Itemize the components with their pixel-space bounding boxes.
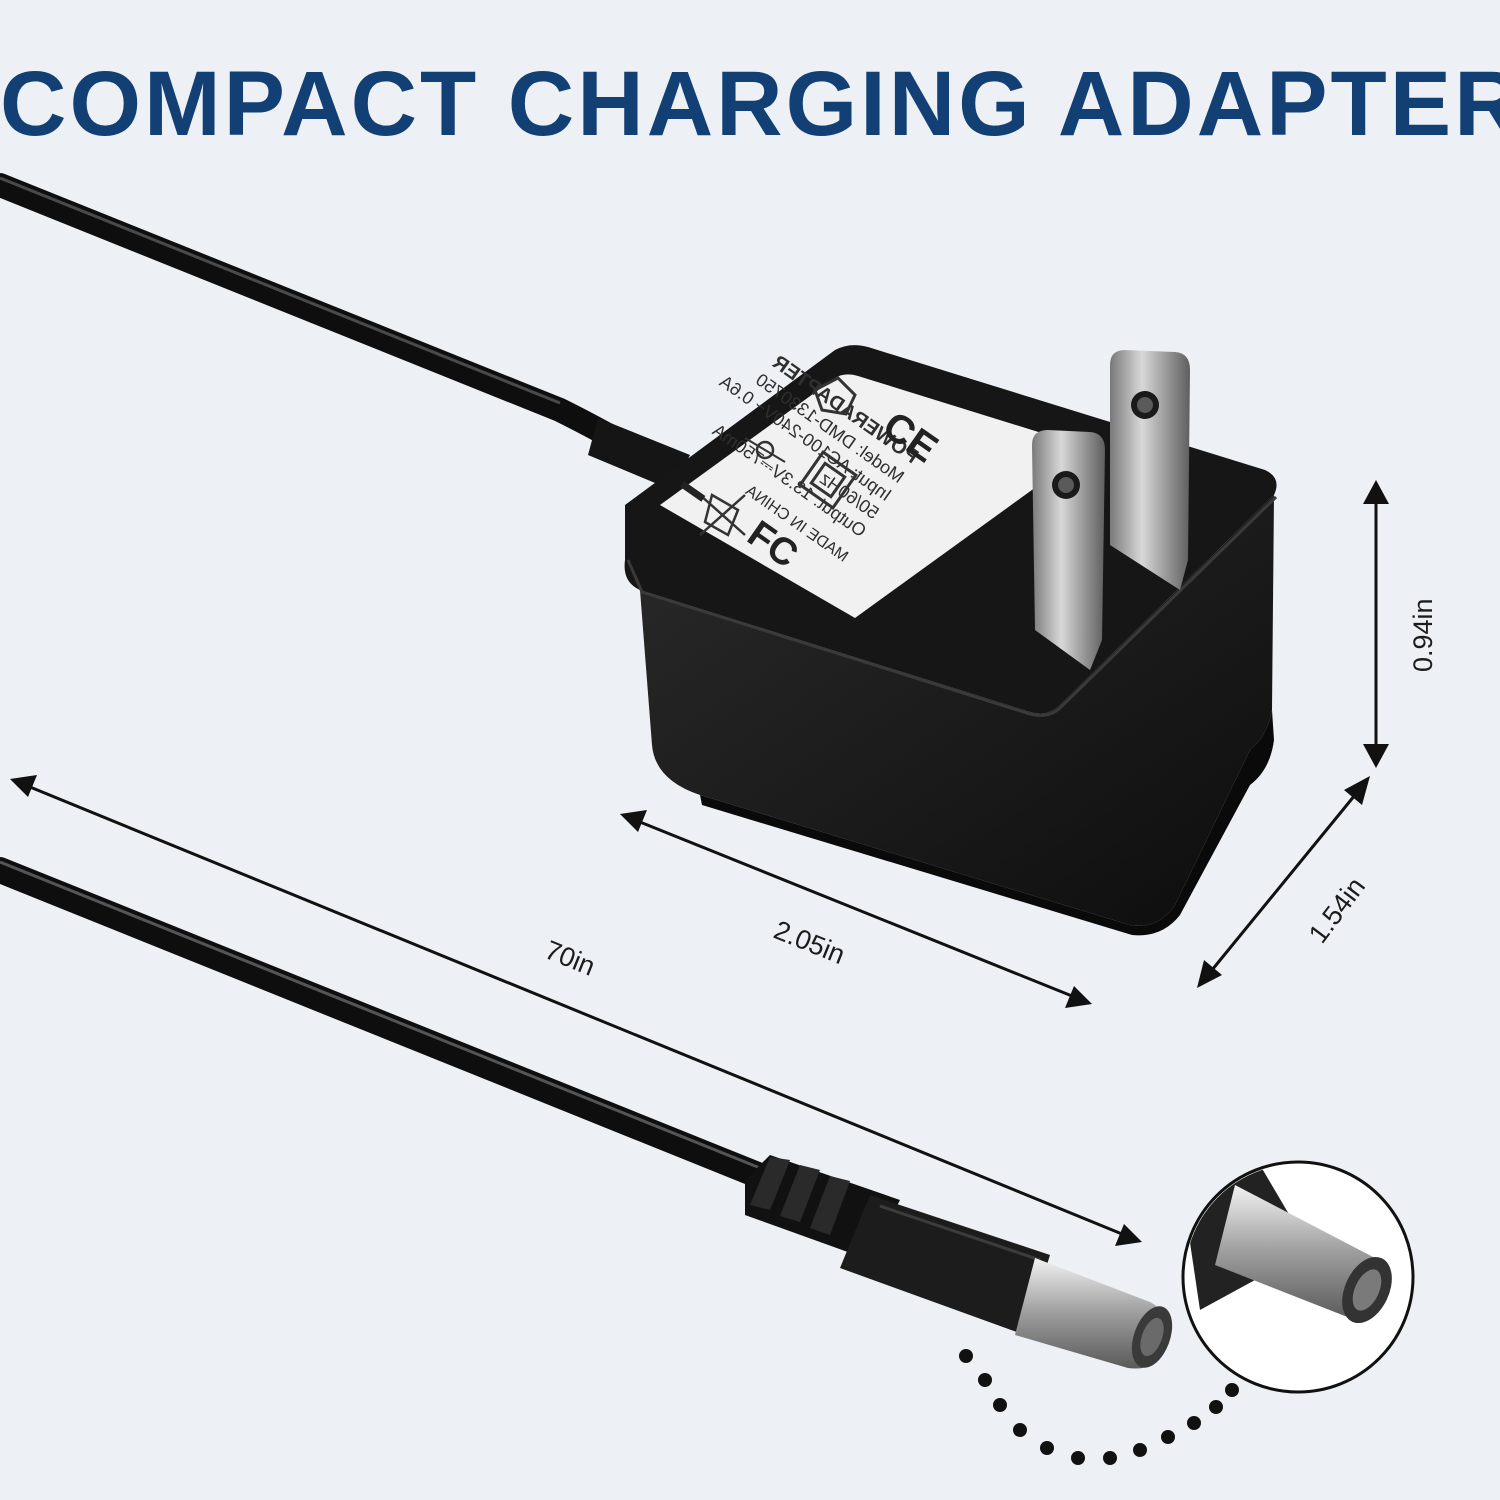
polarity-icon xyxy=(744,437,786,463)
cable-length-dimension-arrow xyxy=(10,775,1142,1246)
dc-barrel xyxy=(1015,1258,1168,1369)
weee-bin-icon xyxy=(680,481,746,537)
zoom-detail-circle xyxy=(1181,1160,1415,1394)
width-dimension-arrow xyxy=(620,810,1092,1008)
plug-prong-front xyxy=(1032,430,1105,670)
height-dimension-arrow xyxy=(1363,480,1389,768)
cable-length-label: 70in xyxy=(541,935,600,982)
depth-dimension-arrow xyxy=(1197,776,1370,988)
height-dimension-label: 0.94in xyxy=(1408,598,1438,672)
power-cable-top xyxy=(0,173,637,457)
page-title: COMPACT CHARGING ADAPTER xyxy=(0,53,1500,155)
power-cable-bottom xyxy=(0,857,783,1193)
plug-prong-rear xyxy=(1110,350,1190,590)
double-insulation-icon xyxy=(798,450,858,510)
strain-relief xyxy=(588,418,690,490)
rating-label xyxy=(660,374,1090,618)
dc-plug xyxy=(745,1155,1173,1369)
zoom-connector-dots xyxy=(959,1349,1239,1465)
width-dimension-label: 2.05in xyxy=(770,915,849,970)
house-icon xyxy=(813,376,857,416)
depth-dimension-label: 1.54in xyxy=(1303,872,1371,949)
